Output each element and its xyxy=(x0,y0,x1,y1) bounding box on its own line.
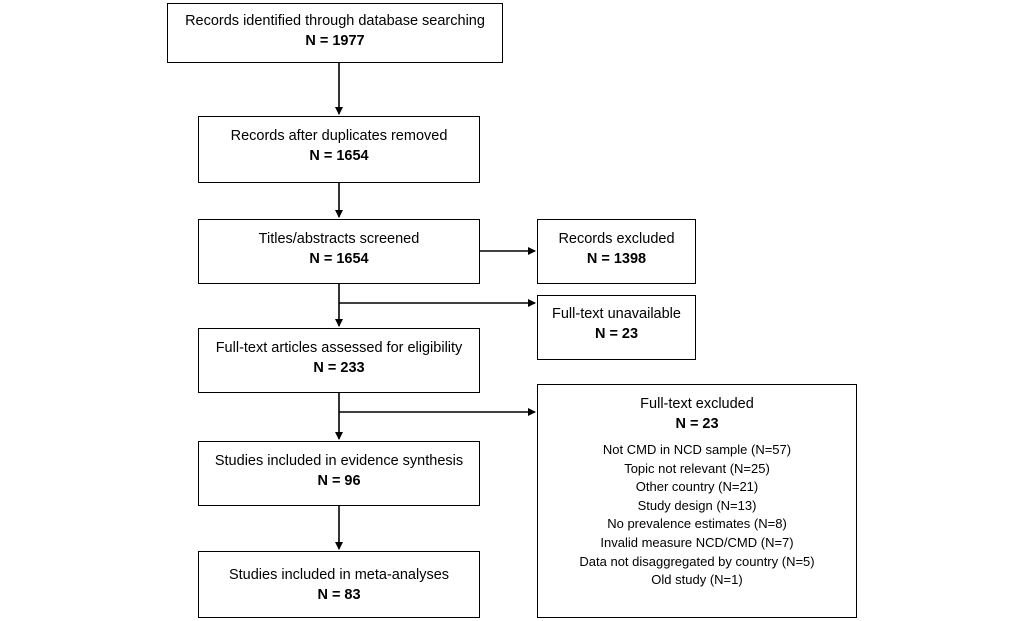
screened-count: N = 1654 xyxy=(309,251,369,267)
deduplicated-records-box: Records after duplicates removed N = 165… xyxy=(198,116,480,183)
exclusion-reason: Study design (N=13) xyxy=(637,497,757,513)
screened-box: Titles/abstracts screened N = 1654 xyxy=(198,219,480,284)
identified-records-box: Records identified through database sear… xyxy=(167,3,503,63)
fulltext-excluded-box: Full-text excluded N = 23 Not CMD in NCD… xyxy=(537,384,857,618)
fulltext-excluded-count: N = 23 xyxy=(675,416,719,432)
synthesis-label: Studies included in evidence synthesis xyxy=(214,453,464,469)
eligibility-count: N = 233 xyxy=(313,360,365,376)
deduplicated-label: Records after duplicates removed xyxy=(230,128,448,144)
exclusion-reason: Other country (N=21) xyxy=(635,479,759,495)
identified-count: N = 1977 xyxy=(305,33,365,49)
eligibility-label: Full-text articles assessed for eligibil… xyxy=(215,340,463,356)
unavailable-label: Full-text unavailable xyxy=(552,306,681,322)
fulltext-unavailable-box: Full-text unavailable N = 23 xyxy=(537,295,696,360)
screened-label: Titles/abstracts screened xyxy=(258,231,420,247)
evidence-synthesis-box: Studies included in evidence synthesis N… xyxy=(198,441,480,506)
unavailable-count: N = 23 xyxy=(594,326,639,342)
exclusion-reason: No prevalence estimates (N=8) xyxy=(607,516,787,532)
exclusion-reason: Invalid measure NCD/CMD (N=7) xyxy=(600,534,794,550)
records-excluded-label: Records excluded xyxy=(558,231,675,247)
identified-label: Records identified through database sear… xyxy=(185,13,485,29)
exclusion-reason: Not CMD in NCD sample (N=57) xyxy=(602,442,792,457)
exclusion-reason: Old study (N=1) xyxy=(651,572,743,588)
exclusion-reason: Topic not relevant (N=25) xyxy=(624,460,770,476)
exclusion-reason: Data not disaggregated by country (N=5) xyxy=(579,553,815,569)
meta-count: N = 83 xyxy=(317,587,361,603)
records-excluded-box: Records excluded N = 1398 xyxy=(537,219,696,284)
fulltext-excluded-label: Full-text excluded xyxy=(640,396,754,412)
records-excluded-count: N = 1398 xyxy=(586,251,647,267)
meta-analyses-box: Studies included in meta-analyses N = 83 xyxy=(198,551,480,618)
eligibility-box: Full-text articles assessed for eligibil… xyxy=(198,328,480,393)
deduplicated-count: N = 1654 xyxy=(309,148,369,164)
meta-label: Studies included in meta-analyses xyxy=(228,567,450,583)
synthesis-count: N = 96 xyxy=(317,473,361,489)
